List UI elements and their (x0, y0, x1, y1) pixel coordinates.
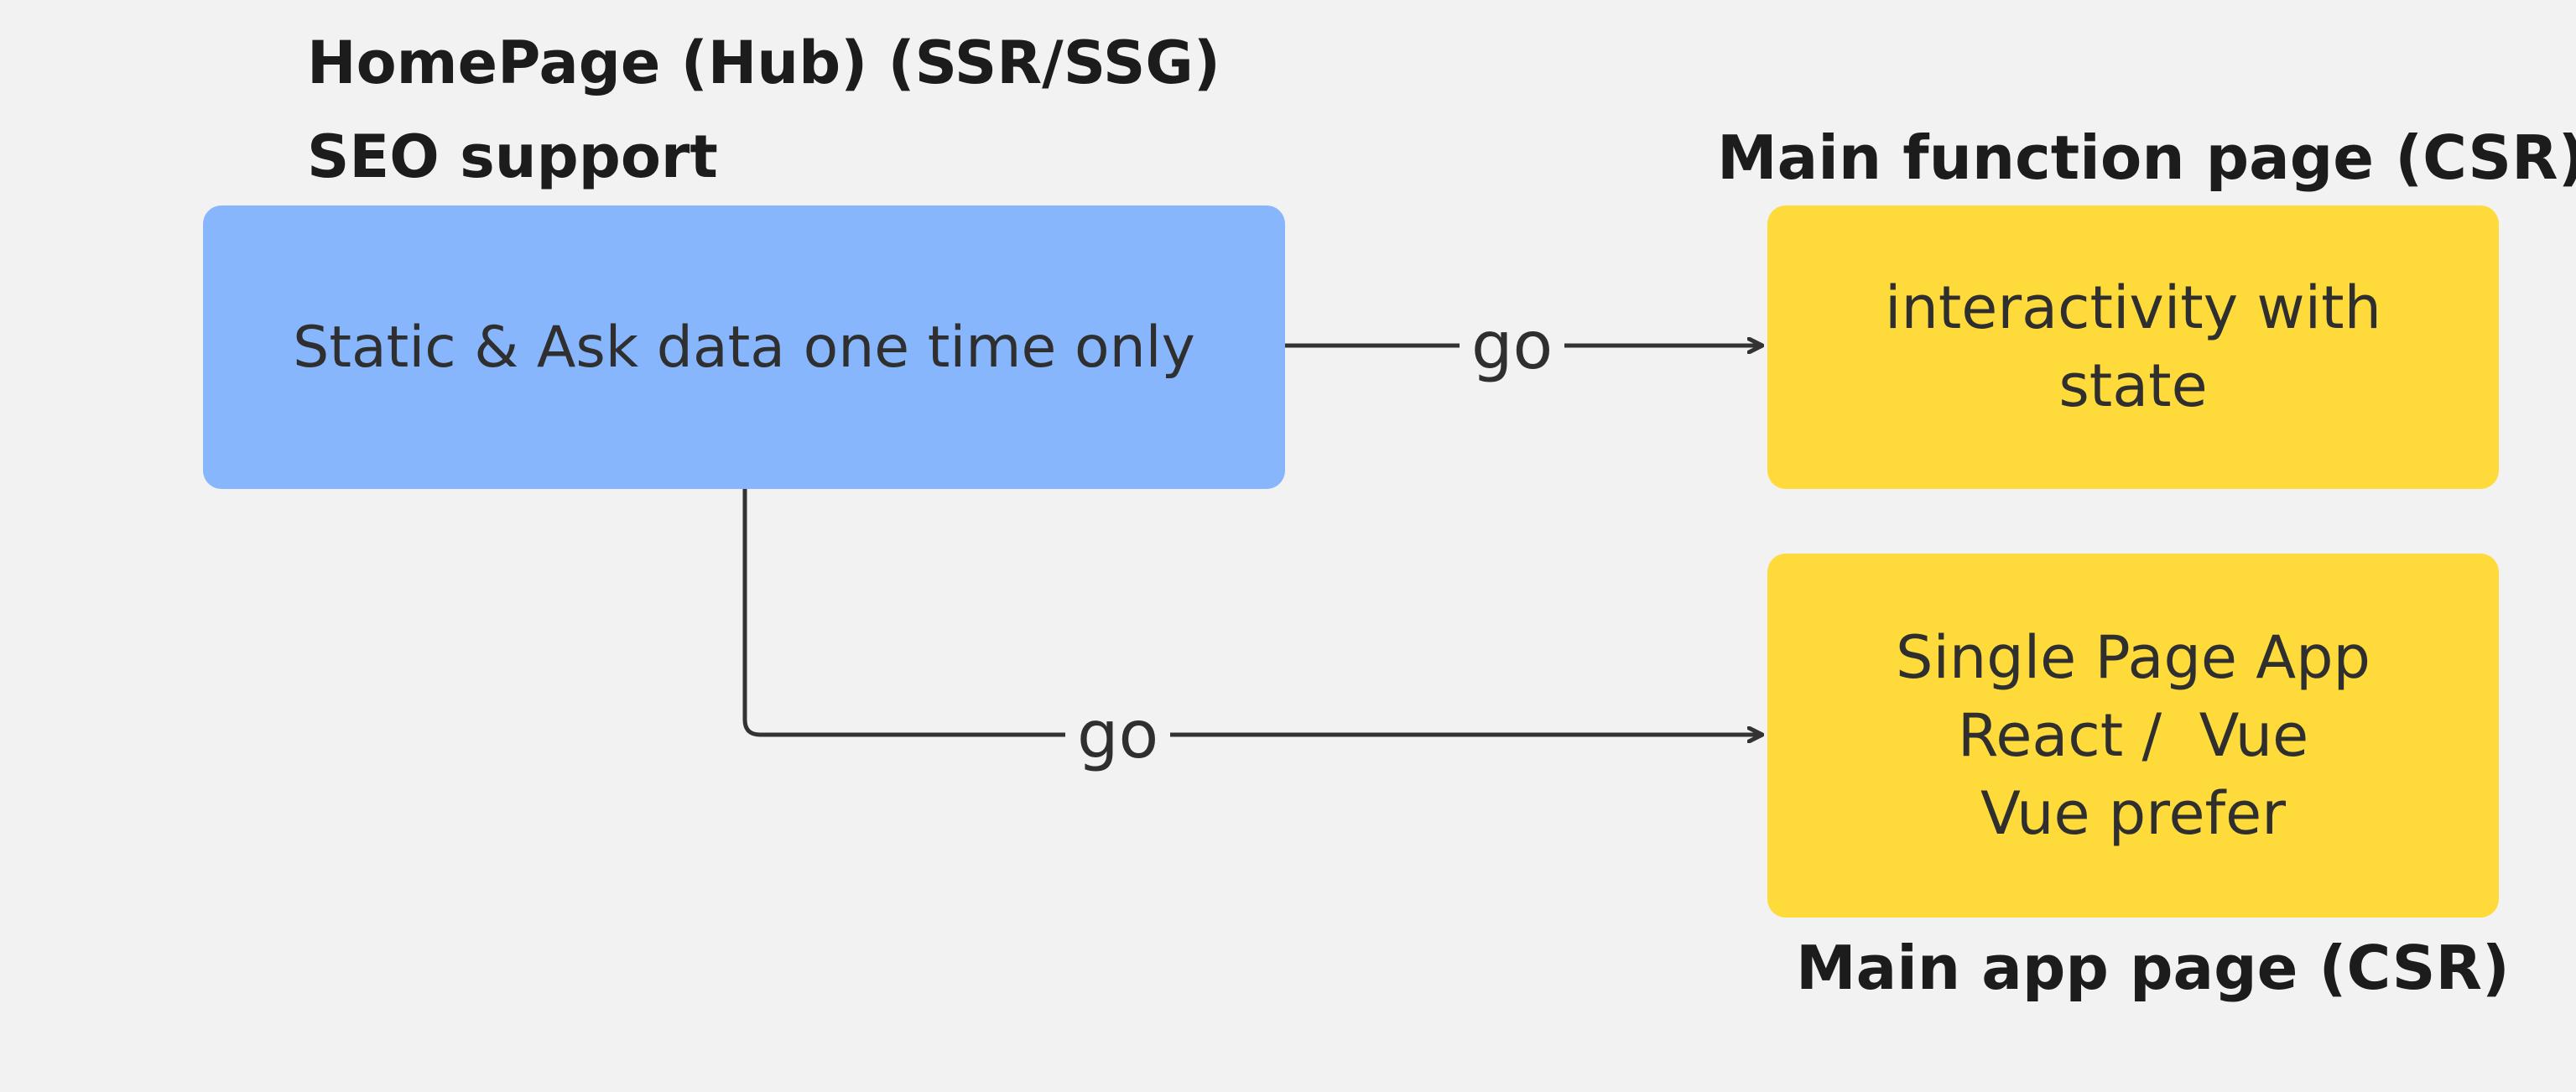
homepage-node[interactable]: Static & Ask data one time only (203, 205, 1285, 489)
function-page-title: Main function page (CSR) (1717, 122, 2576, 193)
homepage-title: HomePage (Hub) (SSR/SSG) (307, 29, 1220, 97)
edge-label-go-app: go (1065, 703, 1171, 768)
function-node-line-2: state (2058, 351, 2208, 420)
app-node-line-1: Single Page App (1896, 622, 2370, 692)
edge-label-go-function: go (1460, 314, 1565, 379)
function-page-node[interactable]: interactivity with state (1767, 205, 2499, 489)
app-page-node[interactable]: Single Page App React / Vue Vue prefer (1767, 554, 2499, 918)
homepage-node-text: Static & Ask data one time only (293, 314, 1195, 381)
app-page-title: Main app page (CSR) (1796, 933, 2510, 1003)
edge-home-to-app (742, 489, 1762, 735)
app-node-line-3: Vue prefer (1980, 778, 2287, 848)
app-node-line-2: React / Vue (1957, 700, 2309, 770)
function-node-line-1: interactivity with (1885, 273, 2381, 342)
homepage-subtitle: SEO support (307, 122, 718, 191)
